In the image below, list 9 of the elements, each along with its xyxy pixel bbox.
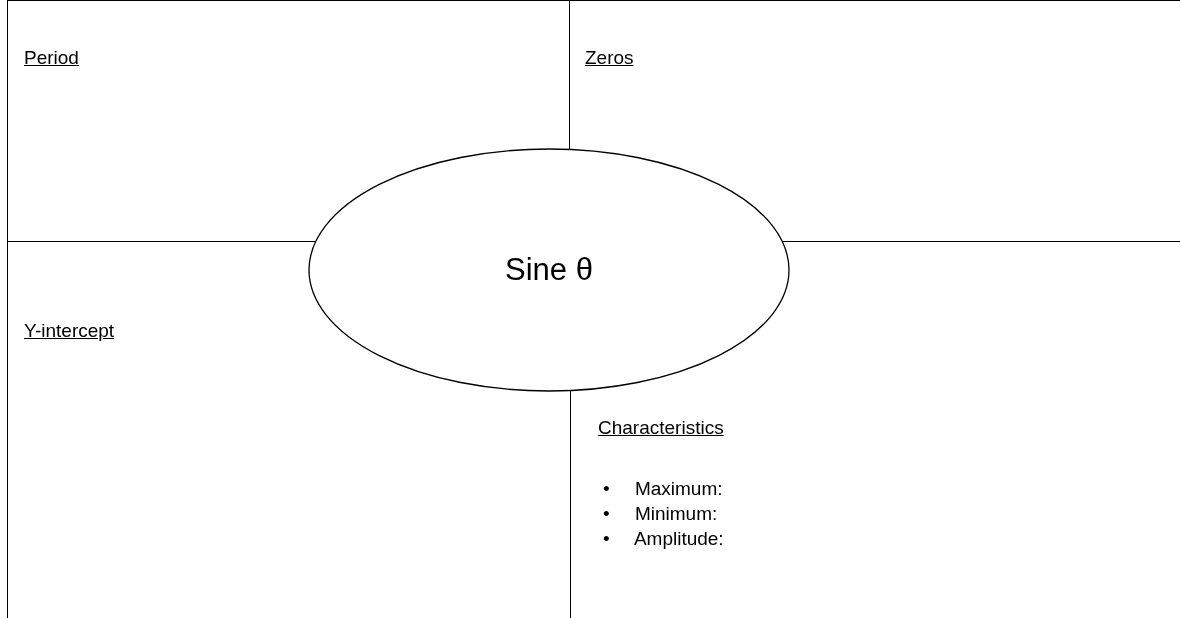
bullet-item: • Minimum:: [603, 502, 719, 526]
section-heading: Period: [24, 47, 79, 69]
bullet-item: • Amplitude:: [603, 527, 724, 551]
section-heading: Y-intercept: [24, 320, 115, 342]
center-title: Sine θ: [504, 252, 594, 288]
bullet-item: • Maximum:: [603, 477, 724, 501]
quadrant-panel: [570, 241, 1180, 618]
section-heading: Characteristics: [598, 417, 724, 439]
section-heading: Zeros: [585, 47, 634, 69]
